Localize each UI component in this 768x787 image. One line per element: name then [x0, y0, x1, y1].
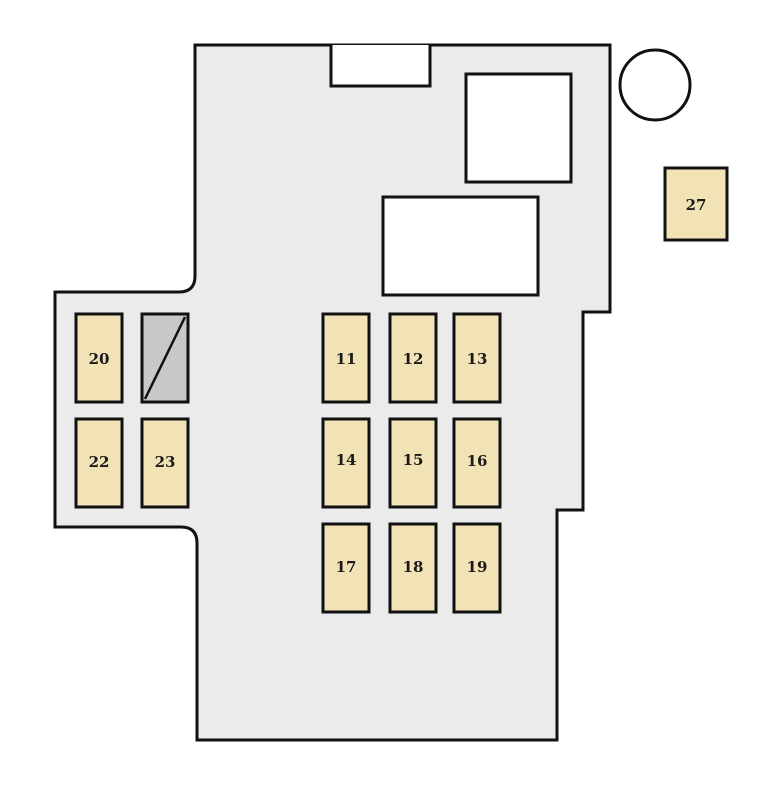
fuse-14[interactable]: 14: [321, 417, 371, 509]
relay-block-lower: [381, 195, 540, 297]
connector-notch: [329, 45, 432, 88]
fuse-label: 27: [686, 196, 707, 214]
fuse-15[interactable]: 15: [388, 417, 438, 509]
fuse-label: 12: [403, 350, 424, 368]
fuse-12[interactable]: 12: [388, 312, 438, 404]
fuse-label: 20: [89, 350, 110, 368]
fuse-20[interactable]: 20: [74, 312, 124, 404]
fuse-label: 23: [155, 453, 176, 471]
empty-fuse-slot: [140, 312, 190, 404]
fuse-11[interactable]: 11: [321, 312, 371, 404]
relay-block-upper: [464, 72, 573, 184]
fuse-label: 22: [89, 453, 110, 471]
fuse-label: 13: [467, 350, 488, 368]
fuse-22[interactable]: 22: [74, 417, 124, 509]
fuse-label: 15: [403, 451, 424, 469]
fuse-label: 14: [336, 451, 357, 469]
fuse-label: 18: [403, 558, 424, 576]
fuse-label: 19: [467, 558, 488, 576]
fuse-27[interactable]: 27: [663, 166, 729, 242]
fuse-17[interactable]: 17: [321, 522, 371, 614]
fuse-13[interactable]: 13: [452, 312, 502, 404]
fuse-19[interactable]: 19: [452, 522, 502, 614]
round-connector: [618, 48, 692, 122]
fuse-label: 11: [336, 350, 357, 368]
fuse-label: 16: [467, 452, 488, 470]
fuse-label: 17: [336, 558, 357, 576]
fuse-18[interactable]: 18: [388, 522, 438, 614]
fuse-23[interactable]: 23: [140, 417, 190, 509]
fuse-16[interactable]: 16: [452, 417, 502, 509]
